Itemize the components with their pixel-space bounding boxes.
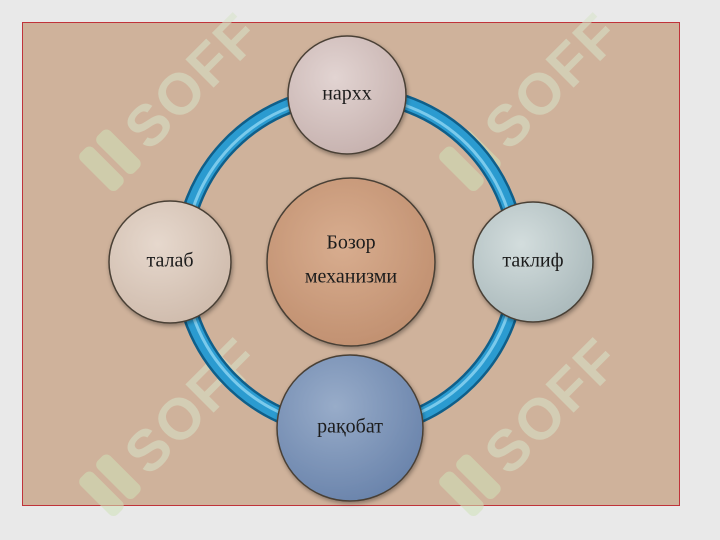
node-left-label: талаб [146,250,193,272]
watermark-top-right: SOFF [439,1,633,191]
watermark-bottom-right: SOFF [439,326,633,516]
center-label-line2: механизми [305,266,398,288]
watermark-bottom-left: SOFF [79,326,273,516]
center-label-line1: Бозор [326,232,375,254]
node-bottom-label: рақобат [317,416,383,438]
node-top: нархх [287,35,407,155]
node-bottom: рақобат [276,354,424,502]
node-top-label: нархх [322,83,372,105]
node-right: таклиф [472,201,594,323]
watermark-top-left: SOFF [79,1,273,191]
watermark-text: SOFF [472,1,633,162]
node-right-label: таклиф [502,250,563,272]
center-node: Бозор механизми [266,177,436,347]
node-left: талаб [108,200,232,324]
